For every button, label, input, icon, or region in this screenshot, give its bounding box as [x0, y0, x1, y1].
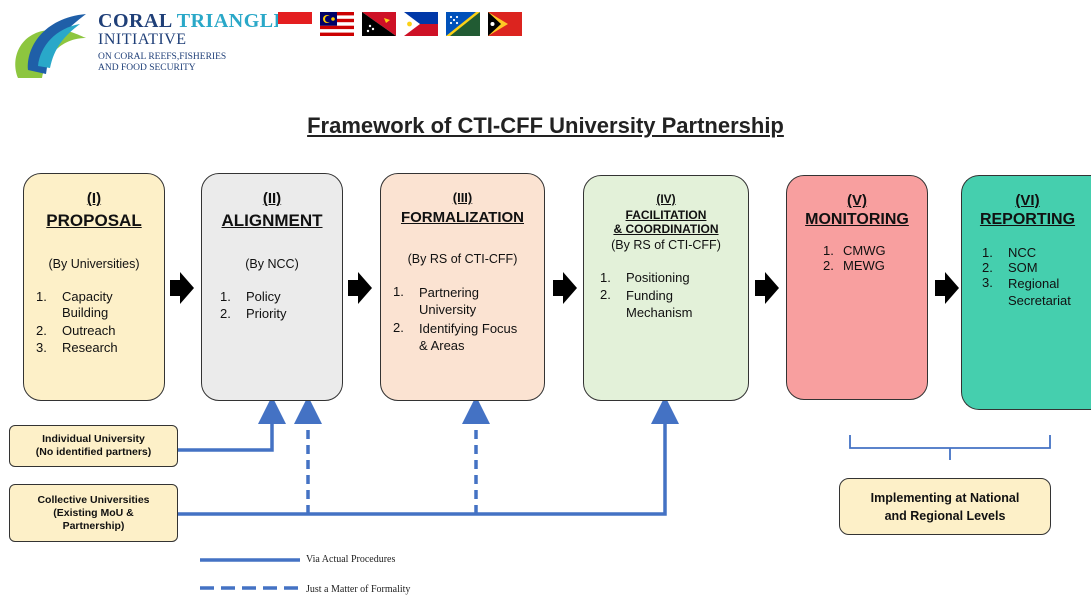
list-item: 1.Policy: [220, 289, 281, 304]
stage-by: (By NCC): [245, 257, 299, 271]
logo: CORAL TRIANGLE INITIATIVE ON CORAL REEFS…: [0, 0, 540, 80]
stage-number: (VI): [1015, 192, 1040, 209]
list-item: 1.CMWG: [823, 243, 886, 258]
bracket-implementing: [849, 435, 1051, 460]
list-item: 2.Funding Mechanism: [600, 287, 693, 320]
individual-university-line-2: (No identified partners): [35, 446, 152, 458]
implementing-line-2: and Regional Levels: [884, 508, 1006, 523]
stage-number: (II): [262, 190, 282, 207]
flag-timor-leste-icon: [488, 12, 522, 36]
arrow-2-icon: [348, 272, 372, 304]
stage-proposal: (I) PROPOSAL (By Universities) 1.Capacit…: [23, 173, 165, 401]
flag-papua-new-guinea-icon: [362, 12, 396, 36]
list-item: 2.MEWG: [823, 258, 885, 273]
flag-solomon-islands-icon: [446, 12, 480, 36]
stage-number: (I): [86, 190, 102, 207]
stage-facilitation: (IV) FACILITATION & COORDINATION (By RS …: [583, 175, 749, 401]
stage-name: REPORTING: [979, 211, 1076, 228]
individual-university-box: Individual University (No identified par…: [9, 425, 178, 467]
stage-name: MONITORING: [805, 211, 909, 228]
stage-monitoring: (V) MONITORING 1.CMWG 2.MEWG: [786, 175, 928, 400]
stage-by: (By Universities): [48, 257, 140, 271]
list-item: 2.SOM: [982, 260, 1038, 275]
implementing-box: Implementing at National and Regional Le…: [839, 478, 1051, 535]
connector-collective: [178, 396, 679, 516]
stage-reporting: (VI) REPORTING 1.NCC 2.SOM 3.Regional Se…: [961, 175, 1091, 410]
flag-indonesia-icon: [278, 12, 312, 36]
stage-name-1: FACILITATION: [625, 208, 707, 222]
stage-name-2: & COORDINATION: [613, 222, 719, 236]
flag-philippines-icon: [404, 12, 438, 36]
list-item: 3.Research: [36, 340, 118, 355]
individual-university-line-1: Individual University: [42, 433, 145, 445]
list-item: 2.Outreach: [36, 323, 116, 338]
stage-name: ALIGNMENT: [221, 211, 323, 230]
stage-number: (V): [847, 192, 867, 209]
stage-alignment: (II) ALIGNMENT (By NCC) 1.Policy 2.Prior…: [201, 173, 343, 401]
page-title: Framework of CTI-CFF University Partners…: [307, 113, 784, 138]
list-item: 1.NCC: [982, 245, 1037, 260]
stage-formalization: (III) FORMALIZATION (By RS of CTI-CFF) 1…: [380, 173, 545, 401]
list-item: 1.Partnering University: [393, 284, 479, 317]
collective-universities-line-3: Partnership): [62, 519, 125, 532]
arrow-4-icon: [755, 272, 779, 304]
stage-number: (III): [452, 190, 473, 205]
list-item: 2.Priority: [220, 306, 287, 321]
arrow-5-icon: [935, 272, 959, 304]
stage-number: (IV): [656, 192, 676, 206]
stage-by: (By RS of CTI-CFF): [611, 238, 721, 252]
logo-subtitle-2: AND FOOD SECURITY: [98, 63, 196, 73]
stage-by: (By RS of CTI-CFF): [407, 252, 518, 266]
logo-word-coral: CORAL: [98, 10, 172, 32]
arrow-3-icon: [553, 272, 577, 304]
stage-name: FORMALIZATION: [400, 209, 525, 226]
arrow-1-icon: [170, 272, 194, 304]
logo-word-triangle: TRIANGLE: [176, 10, 288, 32]
list-item: 1.Positioning: [600, 270, 690, 285]
connector-individual: [178, 396, 286, 452]
collective-universities-box: Collective Universities (Existing MoU & …: [9, 484, 178, 542]
logo-subtitle-1: ON CORAL REEFS,FISHERIES: [98, 52, 227, 62]
legend-solid-label: Via Actual Procedures: [306, 554, 396, 565]
legend-dashed-label: Just a Matter of Formality: [306, 584, 411, 595]
stage-name: PROPOSAL: [46, 211, 142, 230]
collective-universities-line-2: (Existing MoU &: [53, 506, 134, 519]
collective-universities-line-1: Collective Universities: [37, 493, 150, 506]
implementing-line-1: Implementing at National: [870, 490, 1020, 505]
list-item: 2.Identifying Focus & Areas: [393, 320, 518, 353]
list-item: 1.Capacity Building: [36, 289, 113, 320]
logo-initiative: INITIATIVE: [98, 31, 187, 48]
flag-malaysia-icon: [320, 12, 354, 36]
list-item: 3.Regional Secretariat: [982, 275, 1071, 308]
logo-wave-icon: [15, 14, 87, 78]
